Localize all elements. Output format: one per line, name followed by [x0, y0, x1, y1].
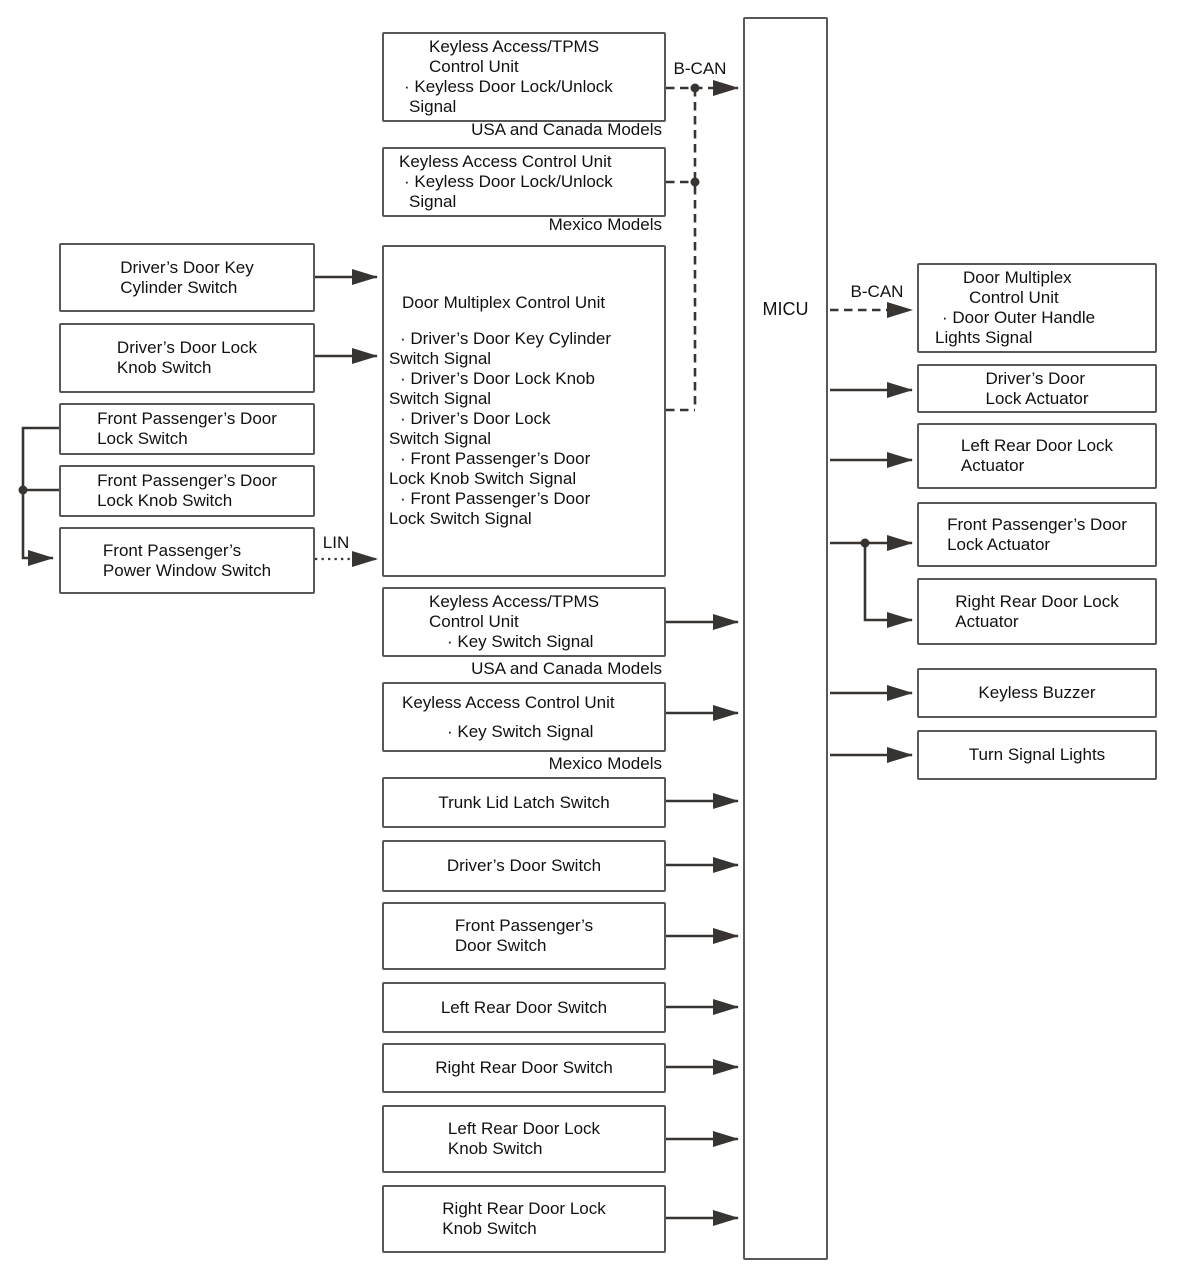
box-line: Driver’s Door Switch: [446, 856, 602, 875]
box-line: Keyless Access Control Unit: [402, 692, 615, 712]
box-line: Actuator: [955, 611, 1019, 631]
junction-dot: [18, 485, 28, 495]
box-line: Door Switch: [454, 936, 547, 955]
box-keyless-access-key-switch: Keyless Access Control Unit · Key Switch…: [382, 682, 666, 752]
box-line: Signal: [409, 192, 457, 211]
box-line: Keyless Access/TPMS: [429, 37, 600, 56]
micu-output-connectors: [830, 382, 913, 763]
box-line: Lock Actuator: [985, 388, 1089, 408]
box-line: Lock Knob Switch Signal: [389, 469, 577, 488]
box-line: Front Passenger’s Door: [947, 514, 1127, 534]
box-line: · Driver’s Door Lock Knob: [400, 369, 595, 388]
junction-dot: [860, 538, 870, 548]
box-line: Control Unit: [429, 612, 519, 631]
box-right-rear-door-switch: Right Rear Door Switch: [382, 1043, 666, 1093]
box-line: · Front Passenger’s Door: [400, 489, 591, 508]
junction-dot: [690, 83, 700, 93]
box-line: · Keyless Door Lock/Unlock: [404, 77, 613, 96]
box-left-rear-door-switch: Left Rear Door Switch: [382, 982, 666, 1033]
label-lin: LIN: [322, 533, 350, 552]
box-line: Left Rear Door Switch: [440, 997, 608, 1017]
box-line: Control Unit: [429, 57, 519, 76]
box-line: Power Window Switch: [102, 560, 272, 580]
box-line: Right Rear Door Lock: [442, 1199, 606, 1218]
box-line: Keyless Buzzer: [978, 683, 1096, 702]
box-line: Keyless Access Control Unit: [399, 152, 612, 171]
micu-label: MICU: [762, 299, 809, 319]
box-line: Knob Switch: [116, 358, 212, 377]
box-trunk-lid-latch-switch: Trunk Lid Latch Switch: [382, 777, 666, 828]
box-line: Signal: [409, 97, 457, 116]
junction-dot: [690, 177, 700, 187]
box-line: Driver’s Door Lock: [116, 338, 258, 357]
box-line: Turn Signal Lights: [968, 745, 1106, 764]
box-line: Driver’s Door Key: [120, 257, 254, 277]
box-line: Knob Switch: [447, 1139, 543, 1158]
box-line: Right Rear Door Lock: [955, 591, 1119, 611]
box-line: Lights Signal: [935, 328, 1033, 347]
box-line: Trunk Lid Latch Switch: [438, 792, 610, 812]
box-line: · Front Passenger’s Door: [400, 449, 591, 468]
box-line: Front Passenger’s Door: [97, 409, 277, 428]
box-keyless-buzzer: Keyless Buzzer: [917, 668, 1157, 718]
box-door-multiplex-control-unit: Door Multiplex Control Unit · Driver’s D…: [382, 245, 666, 577]
box-line: Knob Switch: [442, 1219, 537, 1238]
box-line: Front Passenger’s: [454, 916, 594, 935]
box-line: · Key Switch Signal: [447, 632, 594, 651]
box-line: Control Unit: [969, 288, 1059, 307]
box-keyless-access-lock-unlock: Keyless Access Control Unit · Keyless Do…: [382, 147, 666, 217]
box-line: Door Multiplex: [963, 268, 1072, 287]
caption-mexico-models-2: Mexico Models: [548, 754, 662, 773]
box-line: Lock Switch: [97, 429, 188, 448]
box-keyless-access-tpms-lock-unlock: Keyless Access/TPMS Control Unit · Keyle…: [382, 32, 666, 122]
box-line: · Keyless Door Lock/Unlock: [404, 172, 613, 191]
box-title: Door Multiplex Control Unit: [402, 293, 606, 312]
box-line: Actuator: [960, 456, 1025, 475]
label-bcan-in: B-CAN: [673, 59, 727, 78]
box-line: · Driver’s Door Key Cylinder: [400, 329, 611, 348]
box-line: Driver’s Door: [985, 368, 1085, 388]
box-line: Switch Signal: [389, 349, 492, 368]
box-drivers-door-switch: Driver’s Door Switch: [382, 840, 666, 892]
caption-usa-canada-models-1: USA and Canada Models: [471, 120, 662, 139]
box-keyless-access-tpms-key-switch: Keyless Access/TPMS Control Unit · Key S…: [382, 587, 666, 657]
box-line: Keyless Access/TPMS: [429, 592, 600, 611]
box-line: Lock Knob Switch: [97, 491, 233, 510]
box-line: Cylinder Switch: [120, 277, 238, 297]
box-turn-signal-lights: Turn Signal Lights: [917, 730, 1157, 780]
box-line: Lock Switch Signal: [389, 509, 532, 528]
box-line: Switch Signal: [389, 429, 492, 448]
box-line: · Driver’s Door Lock: [400, 409, 551, 428]
box-line: · Door Outer Handle: [942, 308, 1096, 327]
caption-mexico-models-1: Mexico Models: [548, 215, 662, 234]
label-bcan-out: B-CAN: [850, 282, 904, 301]
box-line: Right Rear Door Switch: [435, 1058, 613, 1077]
caption-usa-canada-models-2: USA and Canada Models: [471, 659, 662, 678]
box-line: · Key Switch Signal: [447, 721, 594, 741]
box-line: Front Passenger’s: [102, 540, 242, 560]
box-line: Front Passenger’s Door: [97, 471, 277, 490]
box-line: Switch Signal: [389, 389, 492, 408]
box-micu: MICU: [743, 17, 828, 1260]
micu-input-connectors: [666, 614, 739, 1226]
box-door-multiplex-outer-handle-lights: Door Multiplex Control Unit · Door Outer…: [917, 263, 1157, 353]
box-line: Left Rear Door Lock: [960, 436, 1114, 455]
box-line: Lock Actuator: [947, 534, 1051, 554]
box-line: Left Rear Door Lock: [447, 1119, 601, 1138]
